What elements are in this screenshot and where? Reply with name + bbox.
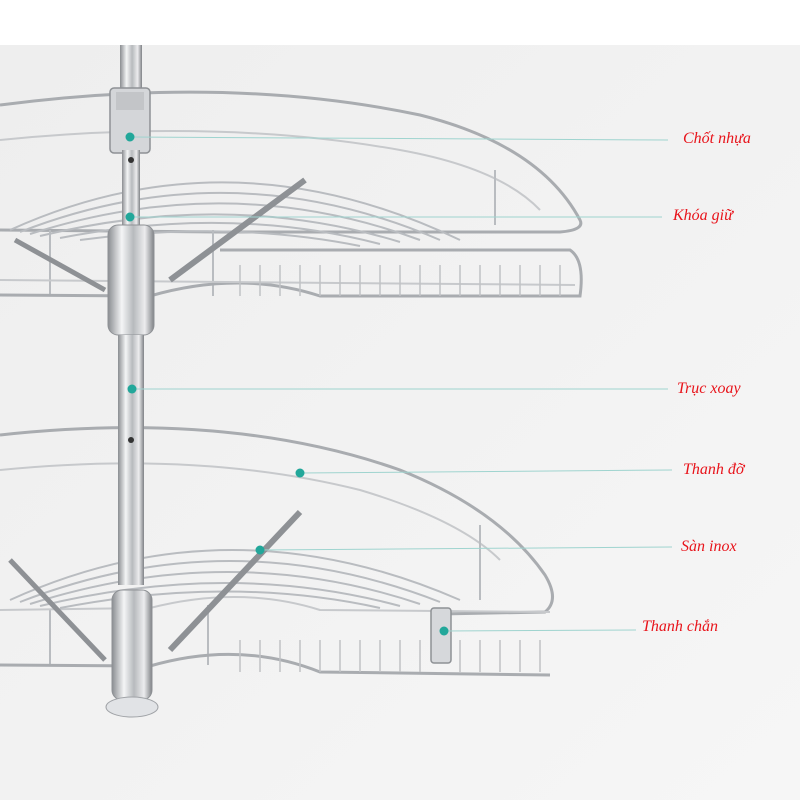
callout-plastic-pin: Chốt nhựa: [683, 130, 751, 147]
lower-basket: [0, 426, 554, 677]
marker-dots: [125, 132, 449, 636]
upper-basket: [0, 90, 583, 298]
leader-lines: [129, 136, 673, 632]
callout-rotating-pole: Trục xoay: [677, 380, 741, 397]
callout-guard-rail: Thanh chắn: [642, 618, 718, 635]
callout-rim-bar: Thanh đỡ: [683, 461, 745, 478]
callout-stainless-floor: Sàn inox: [681, 538, 737, 555]
callout-locking-collar: Khóa giữ: [673, 207, 733, 224]
